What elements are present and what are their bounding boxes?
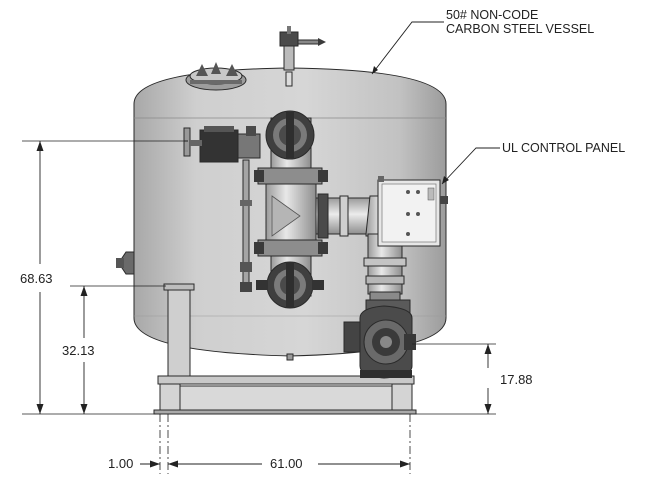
vessel-callout: 50# NON-CODE CARBON STEEL VESSEL [371, 8, 594, 75]
control-panel [377, 176, 448, 247]
vessel-label-line2: CARBON STEEL VESSEL [446, 22, 594, 36]
leg-height-value: 32.13 [62, 343, 95, 358]
pump-height-value: 17.88 [500, 372, 533, 387]
face-piping [254, 110, 328, 309]
overall-height-value: 68.63 [20, 271, 53, 286]
side-nozzle [116, 251, 135, 275]
dim-overall-height: 68.63 [20, 140, 188, 415]
manway-cover [185, 62, 247, 91]
dim-pump-height: 17.88 [412, 343, 533, 415]
base-width-value: 61.00 [270, 456, 303, 471]
dim-horizontal: 1.00 61.00 [108, 456, 410, 471]
pump [343, 299, 416, 379]
offset-value: 1.00 [108, 456, 133, 471]
control-panel-callout: UL CONTROL PANEL [441, 141, 625, 185]
control-panel-label: UL CONTROL PANEL [502, 141, 625, 155]
vessel-label-line1: 50# NON-CODE [446, 8, 538, 22]
valve-actuator [183, 126, 261, 163]
dim-leg-height: 32.13 [62, 285, 166, 414]
support-leg [163, 283, 195, 381]
skid-base [153, 375, 417, 415]
air-relief-valve [279, 26, 326, 87]
